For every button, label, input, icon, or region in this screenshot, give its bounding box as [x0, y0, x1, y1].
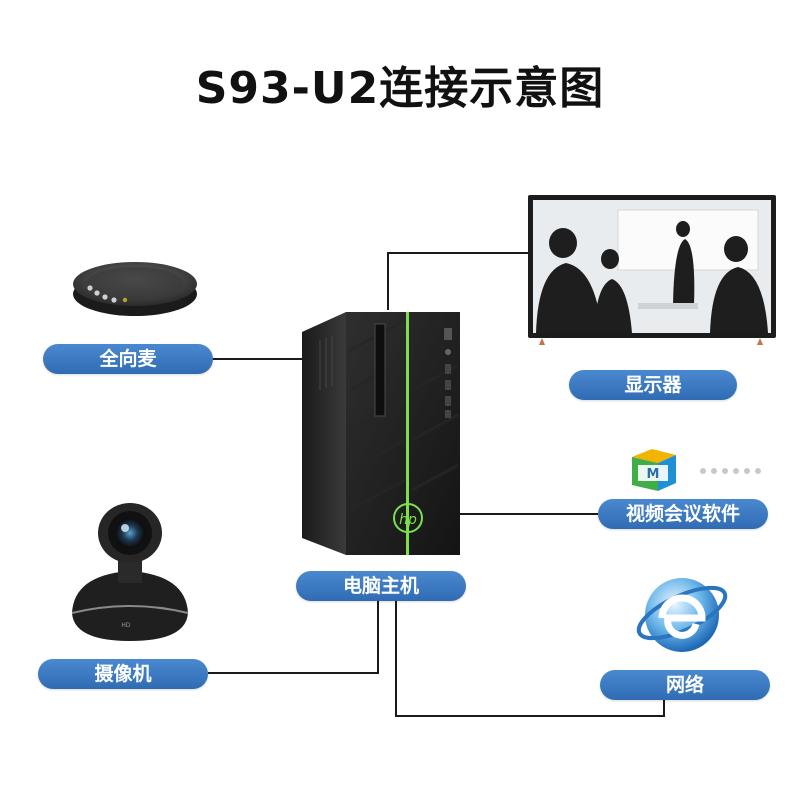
ptz-camera-icon: HD — [71, 503, 189, 641]
page-title: S93-U2连接示意图 — [195, 63, 605, 114]
camera-hd-text: HD — [121, 622, 131, 629]
line-host-camera — [208, 600, 379, 674]
label-display: 显示器 — [569, 370, 737, 400]
line-host-network — [395, 600, 665, 717]
meeting-software-icon: M — [632, 449, 676, 491]
monitor-icon — [528, 195, 776, 345]
speakerphone-icon — [73, 262, 197, 316]
label-software: 视频会议软件 — [598, 499, 768, 529]
dots-indicator — [700, 468, 761, 474]
pc-tower-icon: hp — [302, 312, 460, 555]
label-camera: 摄像机 — [38, 659, 208, 689]
label-network: 网络 — [600, 670, 770, 700]
label-host: 电脑主机 — [296, 571, 466, 601]
hp-logo-text: hp — [399, 512, 417, 528]
internet-globe-icon — [636, 578, 728, 652]
software-logo-text: M — [647, 467, 660, 482]
label-mic: 全向麦 — [43, 344, 213, 374]
line-pc-display — [387, 252, 530, 310]
